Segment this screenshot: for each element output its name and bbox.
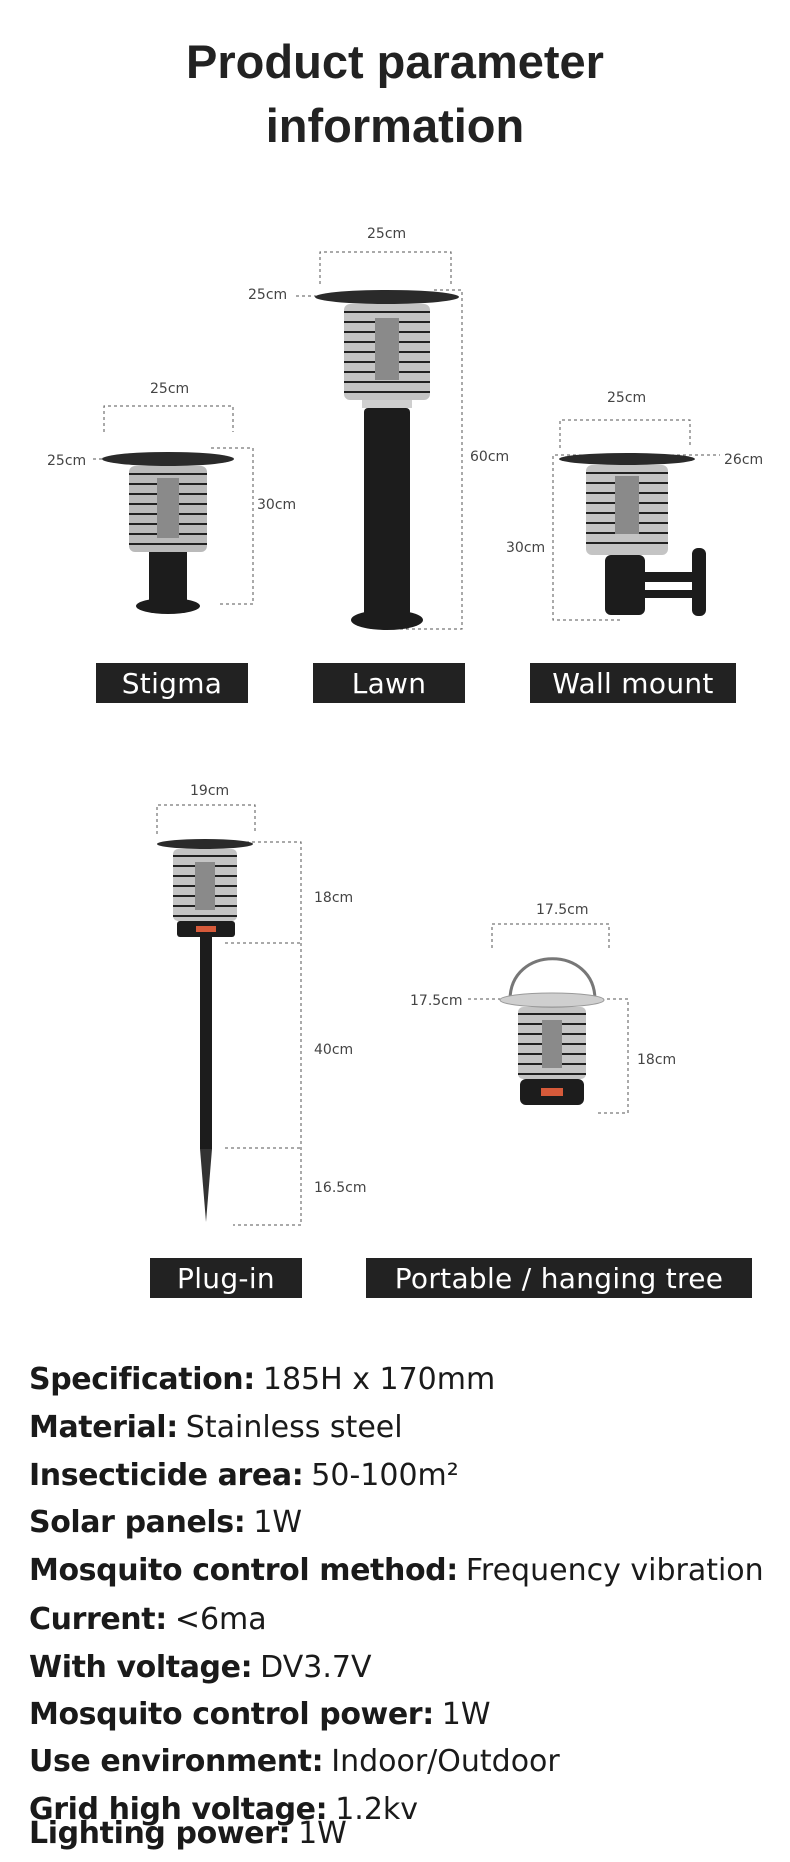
spec-key: Specification: (29, 1362, 255, 1397)
stigma-height-dim: 30cm (257, 497, 297, 513)
lawn-top-dim: 25cm (367, 226, 407, 242)
stigma-label: Stigma (96, 663, 248, 703)
plug-in-label: Plug-in (150, 1258, 302, 1298)
spec-row: Mosquito control method:Frequency vibrat… (29, 1551, 764, 1591)
spec-row: Mosquito control power:1W (29, 1695, 491, 1735)
product-illustrations (93, 251, 720, 1226)
spec-key: Mosquito control method: (29, 1553, 458, 1588)
wall-mount-top-dim: 25cm (607, 390, 647, 406)
spec-row: Material:Stainless steel (29, 1408, 403, 1448)
stigma-side-dim: 25cm (47, 453, 87, 469)
spec-value: Frequency vibration (465, 1553, 764, 1588)
spec-value: 1W (298, 1816, 347, 1851)
spec-row: Current:<6ma (29, 1600, 267, 1640)
spec-value: 1W (253, 1505, 303, 1540)
wall-mount-label: Wall mount (530, 663, 736, 703)
plug-in-lamp-image (157, 839, 253, 1222)
stigma-top-dim: 25cm (150, 381, 190, 397)
portable-height-dim: 18cm (637, 1052, 677, 1068)
spec-key: Mosquito control power: (29, 1697, 434, 1732)
wall-mount-height-dim: 30cm (506, 540, 546, 556)
portable-side-dim: 17.5cm (410, 993, 463, 1009)
spec-value: 185H x 170mm (262, 1362, 496, 1397)
page-title-line2: information (265, 99, 525, 152)
spec-row: With voltage:DV3.7V (29, 1648, 372, 1688)
spec-key: Solar panels: (29, 1505, 246, 1540)
stigma-lamp-image (102, 452, 234, 614)
spec-key: Use environment: (29, 1744, 324, 1779)
plug-in-top-dim: 19cm (190, 783, 230, 799)
spec-value: 50-100m² (311, 1458, 459, 1493)
portable-lamp-image (499, 957, 605, 1105)
spec-key: Insecticide area: (29, 1458, 304, 1493)
spec-row: Grid high voltage:1.2kv (29, 1790, 418, 1830)
portable-top-dim: 17.5cm (536, 902, 589, 918)
spec-key: Lighting power: (29, 1816, 291, 1851)
spec-row: Lighting power:1W (29, 1814, 347, 1854)
portable-hanging-tree-label: Portable / hanging tree (366, 1258, 752, 1298)
page-title-line1: Product parameter (186, 35, 604, 88)
spec-value: <6ma (174, 1602, 267, 1637)
spec-value: Indoor/Outdoor (331, 1744, 560, 1779)
lawn-lamp-image (315, 290, 459, 630)
spec-row: Specification:185H x 170mm (29, 1360, 495, 1400)
lawn-label: Lawn (313, 663, 465, 703)
wall-mount-lamp-image (559, 453, 706, 616)
spec-key: Grid high voltage: (29, 1792, 328, 1827)
spec-row: Solar panels:1W (29, 1503, 302, 1543)
spec-value: DV3.7V (260, 1650, 372, 1685)
spec-key: With voltage: (29, 1650, 253, 1685)
spec-value: 1.2kv (335, 1792, 419, 1827)
plug-in-h2-dim: 40cm (314, 1042, 354, 1058)
spec-value: Stainless steel (185, 1410, 403, 1445)
plug-in-h1-dim: 18cm (314, 890, 354, 906)
lawn-side-dim: 25cm (248, 287, 288, 303)
lawn-height-dim: 60cm (470, 449, 510, 465)
spec-row: Use environment:Indoor/Outdoor (29, 1742, 560, 1782)
spec-key: Current: (29, 1602, 167, 1637)
plug-in-h3-dim: 16.5cm (314, 1180, 367, 1196)
spec-row: Insecticide area:50-100m² (29, 1456, 459, 1496)
spec-value: 1W (441, 1697, 491, 1732)
spec-key: Material: (29, 1410, 178, 1445)
wall-mount-side-dim: 26cm (724, 452, 764, 468)
